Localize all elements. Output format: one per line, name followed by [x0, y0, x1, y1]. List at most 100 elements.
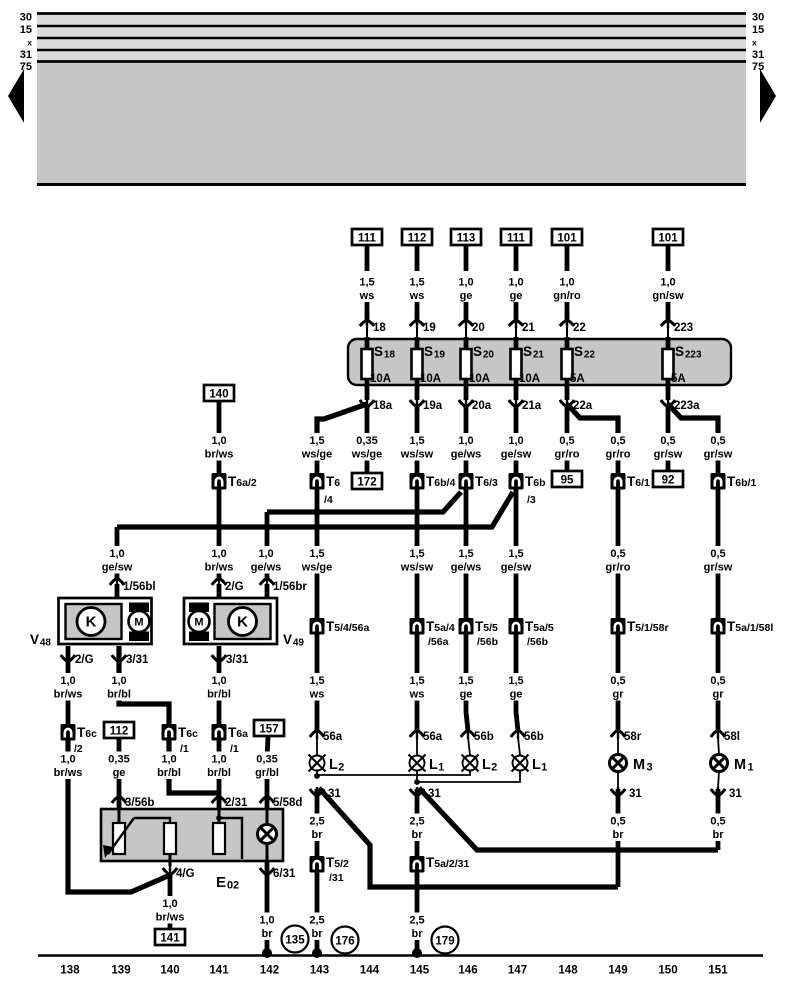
- svg-text:1,5: 1,5: [458, 548, 473, 560]
- svg-text:5A: 5A: [570, 373, 585, 385]
- svg-text:151: 151: [708, 965, 728, 977]
- svg-text:92: 92: [662, 475, 675, 487]
- svg-text:21: 21: [522, 322, 535, 334]
- svg-text:br: br: [312, 928, 324, 940]
- svg-text:gr: gr: [613, 689, 625, 701]
- svg-text:T: T: [178, 725, 187, 740]
- svg-text:142: 142: [260, 965, 279, 977]
- svg-text:6b/1: 6b/1: [735, 477, 756, 489]
- svg-text:M: M: [633, 757, 645, 773]
- svg-text:1,0: 1,0: [211, 675, 226, 687]
- svg-text:2/31: 2/31: [225, 797, 248, 809]
- svg-text:112: 112: [408, 233, 427, 245]
- svg-text:111: 111: [358, 233, 377, 245]
- svg-text:149: 149: [608, 965, 627, 977]
- svg-text:T: T: [727, 619, 736, 634]
- svg-text:ge: ge: [510, 290, 523, 302]
- svg-text:111: 111: [507, 233, 526, 245]
- svg-text:10A: 10A: [519, 373, 540, 385]
- svg-text:21a: 21a: [522, 400, 542, 412]
- svg-text:1,0: 1,0: [508, 277, 523, 289]
- svg-text:223: 223: [674, 322, 693, 334]
- svg-text:31: 31: [428, 788, 441, 800]
- svg-text:176: 176: [335, 936, 354, 948]
- svg-text:1,0: 1,0: [60, 675, 75, 687]
- svg-text:5a/1/58l: 5a/1/58l: [735, 622, 773, 634]
- svg-text:T: T: [426, 619, 435, 634]
- svg-text:113: 113: [457, 233, 476, 245]
- svg-text:br/ws: br/ws: [54, 767, 83, 779]
- svg-text:0,35: 0,35: [256, 754, 277, 766]
- svg-text:gr/ro: gr/ro: [605, 562, 630, 574]
- svg-text:ws/sw: ws/sw: [400, 562, 434, 574]
- svg-text:S: S: [473, 344, 482, 359]
- svg-text:58l: 58l: [724, 731, 740, 743]
- svg-text:/3: /3: [527, 494, 536, 506]
- svg-text:gr/ro: gr/ro: [605, 449, 630, 461]
- svg-text:30: 30: [752, 12, 764, 24]
- svg-text:2: 2: [338, 762, 344, 774]
- svg-text:ge: ge: [113, 767, 126, 779]
- svg-text:br/bl: br/bl: [157, 767, 181, 779]
- svg-text:31: 31: [328, 788, 341, 800]
- svg-text:1,0: 1,0: [508, 435, 523, 447]
- svg-text:10A: 10A: [420, 373, 441, 385]
- svg-text:ws: ws: [409, 689, 425, 701]
- svg-text:br/bl: br/bl: [107, 689, 131, 701]
- svg-text:gr/sw: gr/sw: [654, 449, 683, 461]
- svg-text:T: T: [77, 725, 86, 740]
- svg-text:V: V: [30, 632, 39, 647]
- svg-text:ge/sw: ge/sw: [501, 562, 532, 574]
- svg-text:0,35: 0,35: [108, 754, 129, 766]
- svg-text:6a/2: 6a/2: [236, 477, 257, 489]
- svg-text:T: T: [525, 619, 534, 634]
- svg-text:T: T: [475, 474, 484, 489]
- svg-text:ge: ge: [460, 689, 473, 701]
- svg-text:M: M: [134, 617, 143, 629]
- svg-text:br: br: [713, 829, 725, 841]
- svg-text:2,5: 2,5: [409, 816, 424, 828]
- svg-text:1: 1: [541, 762, 547, 774]
- svg-text:101: 101: [658, 233, 678, 245]
- svg-text:1,0: 1,0: [211, 435, 226, 447]
- svg-text:0,5: 0,5: [610, 435, 625, 447]
- svg-text:48: 48: [40, 638, 52, 649]
- svg-text:179: 179: [435, 936, 454, 948]
- svg-text:gr/sw: gr/sw: [704, 562, 733, 574]
- svg-text:T: T: [326, 619, 335, 634]
- svg-text:2: 2: [491, 762, 497, 774]
- svg-text:ws: ws: [309, 689, 325, 701]
- svg-text:5/5: 5/5: [483, 622, 498, 634]
- svg-text:0,5: 0,5: [559, 435, 574, 447]
- svg-text:br/ws: br/ws: [54, 689, 83, 701]
- svg-text:1,0: 1,0: [660, 277, 675, 289]
- svg-text:15: 15: [20, 24, 32, 36]
- svg-text:V: V: [283, 632, 292, 647]
- svg-text:31: 31: [752, 49, 764, 61]
- svg-text:10A: 10A: [370, 373, 391, 385]
- svg-text:157: 157: [259, 724, 278, 736]
- svg-text:1,5: 1,5: [508, 675, 523, 687]
- svg-text:148: 148: [558, 965, 578, 977]
- svg-text:M: M: [194, 617, 203, 629]
- svg-text:ge/sw: ge/sw: [102, 562, 133, 574]
- svg-text:75: 75: [752, 61, 764, 73]
- svg-text:30: 30: [20, 12, 32, 24]
- svg-text:ge/ws: ge/ws: [451, 562, 482, 574]
- svg-text:140: 140: [160, 965, 179, 977]
- svg-text:19: 19: [434, 350, 446, 361]
- svg-text:br/ws: br/ws: [156, 912, 185, 924]
- svg-text:56a: 56a: [423, 731, 443, 743]
- svg-text:112: 112: [110, 726, 129, 738]
- svg-text:T: T: [228, 474, 237, 489]
- svg-text:ws/sw: ws/sw: [400, 449, 434, 461]
- svg-text:gr: gr: [713, 689, 725, 701]
- svg-text:143: 143: [310, 965, 329, 977]
- svg-text:ws: ws: [359, 290, 375, 302]
- svg-text:18a: 18a: [373, 400, 393, 412]
- svg-text:/1: /1: [180, 743, 189, 755]
- svg-text:/56b: /56b: [527, 636, 548, 648]
- svg-text:L: L: [482, 757, 491, 773]
- svg-text:1,0: 1,0: [111, 675, 126, 687]
- svg-text:x: x: [27, 38, 32, 48]
